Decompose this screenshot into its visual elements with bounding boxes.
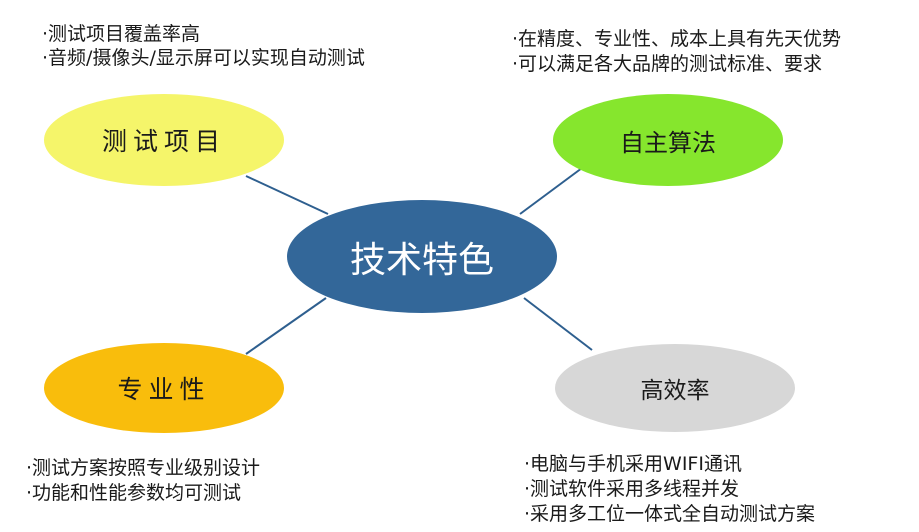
efficiency-notes: 电脑与手机采用WIFI通讯 测试软件采用多线程并发 采用多工位一体式全自动测试方… <box>524 452 815 527</box>
professionalism-note: 测试方案按照专业级别设计 <box>26 456 260 481</box>
node-efficiency-label: 高效率 <box>640 378 710 404</box>
efficiency-note: 测试软件采用多线程并发 <box>524 477 815 502</box>
node-test-items-label: 测试项目 <box>101 127 226 156</box>
connector-line-top-right <box>519 167 583 215</box>
connector-line-bottom-right <box>523 297 593 351</box>
node-professionalism-label: 专业性 <box>117 375 211 404</box>
professionalism-note: 功能和性能参数均可测试 <box>26 481 260 506</box>
efficiency-note: 电脑与手机采用WIFI通讯 <box>524 452 815 477</box>
test-items-notes: 测试项目覆盖率高 音频/摄像头/显示屏可以实现自动测试 <box>42 22 365 70</box>
node-own-algorithm: 自主算法 <box>553 94 783 186</box>
node-efficiency: 高效率 <box>555 344 795 432</box>
node-test-items: 测试项目 <box>44 94 284 186</box>
connector-line-top-left <box>245 175 329 215</box>
test-items-note: 测试项目覆盖率高 <box>42 22 365 46</box>
own-algorithm-notes: 在精度、专业性、成本上具有先天优势 可以满足各大品牌的测试标准、要求 <box>512 27 841 77</box>
efficiency-note: 采用多工位一体式全自动测试方案 <box>524 502 815 527</box>
connector-line-bottom-left <box>245 297 327 355</box>
center-node-label: 技术特色 <box>349 239 494 281</box>
own-algorithm-note: 可以满足各大品牌的测试标准、要求 <box>512 52 841 77</box>
own-algorithm-note: 在精度、专业性、成本上具有先天优势 <box>512 27 841 52</box>
test-items-note: 音频/摄像头/显示屏可以实现自动测试 <box>42 46 365 70</box>
center-node: 技术特色 <box>287 200 557 313</box>
professionalism-notes: 测试方案按照专业级别设计 功能和性能参数均可测试 <box>26 456 260 506</box>
node-own-algorithm-label: 自主算法 <box>620 128 716 157</box>
node-professionalism: 专业性 <box>44 343 284 433</box>
